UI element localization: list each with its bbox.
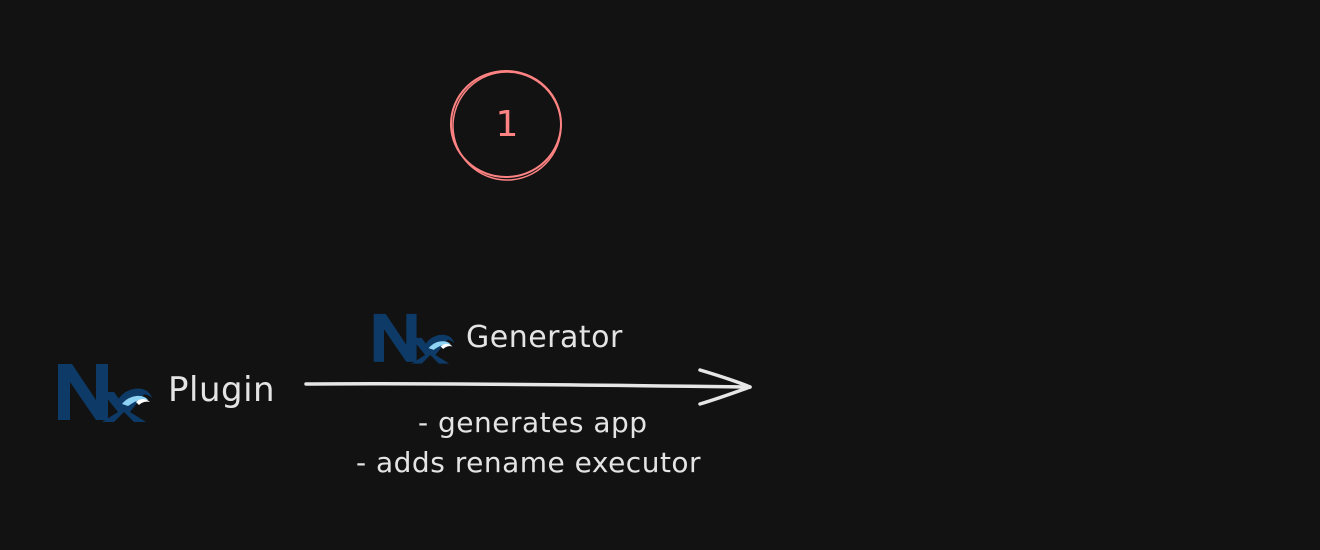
generator-label: Generator — [466, 320, 623, 355]
arrow-right-icon — [304, 368, 752, 406]
edge-description-generates-app: - generates app — [418, 406, 648, 439]
step-badge: 1 — [448, 68, 566, 184]
step-circle — [450, 70, 562, 181]
nx-logo-icon — [372, 310, 456, 364]
edge-description-adds-rename-executor: - adds rename executor — [356, 446, 702, 479]
nx-logo-icon — [56, 360, 154, 422]
step-number: 1 — [495, 103, 519, 145]
plugin-label: Plugin — [168, 370, 276, 410]
